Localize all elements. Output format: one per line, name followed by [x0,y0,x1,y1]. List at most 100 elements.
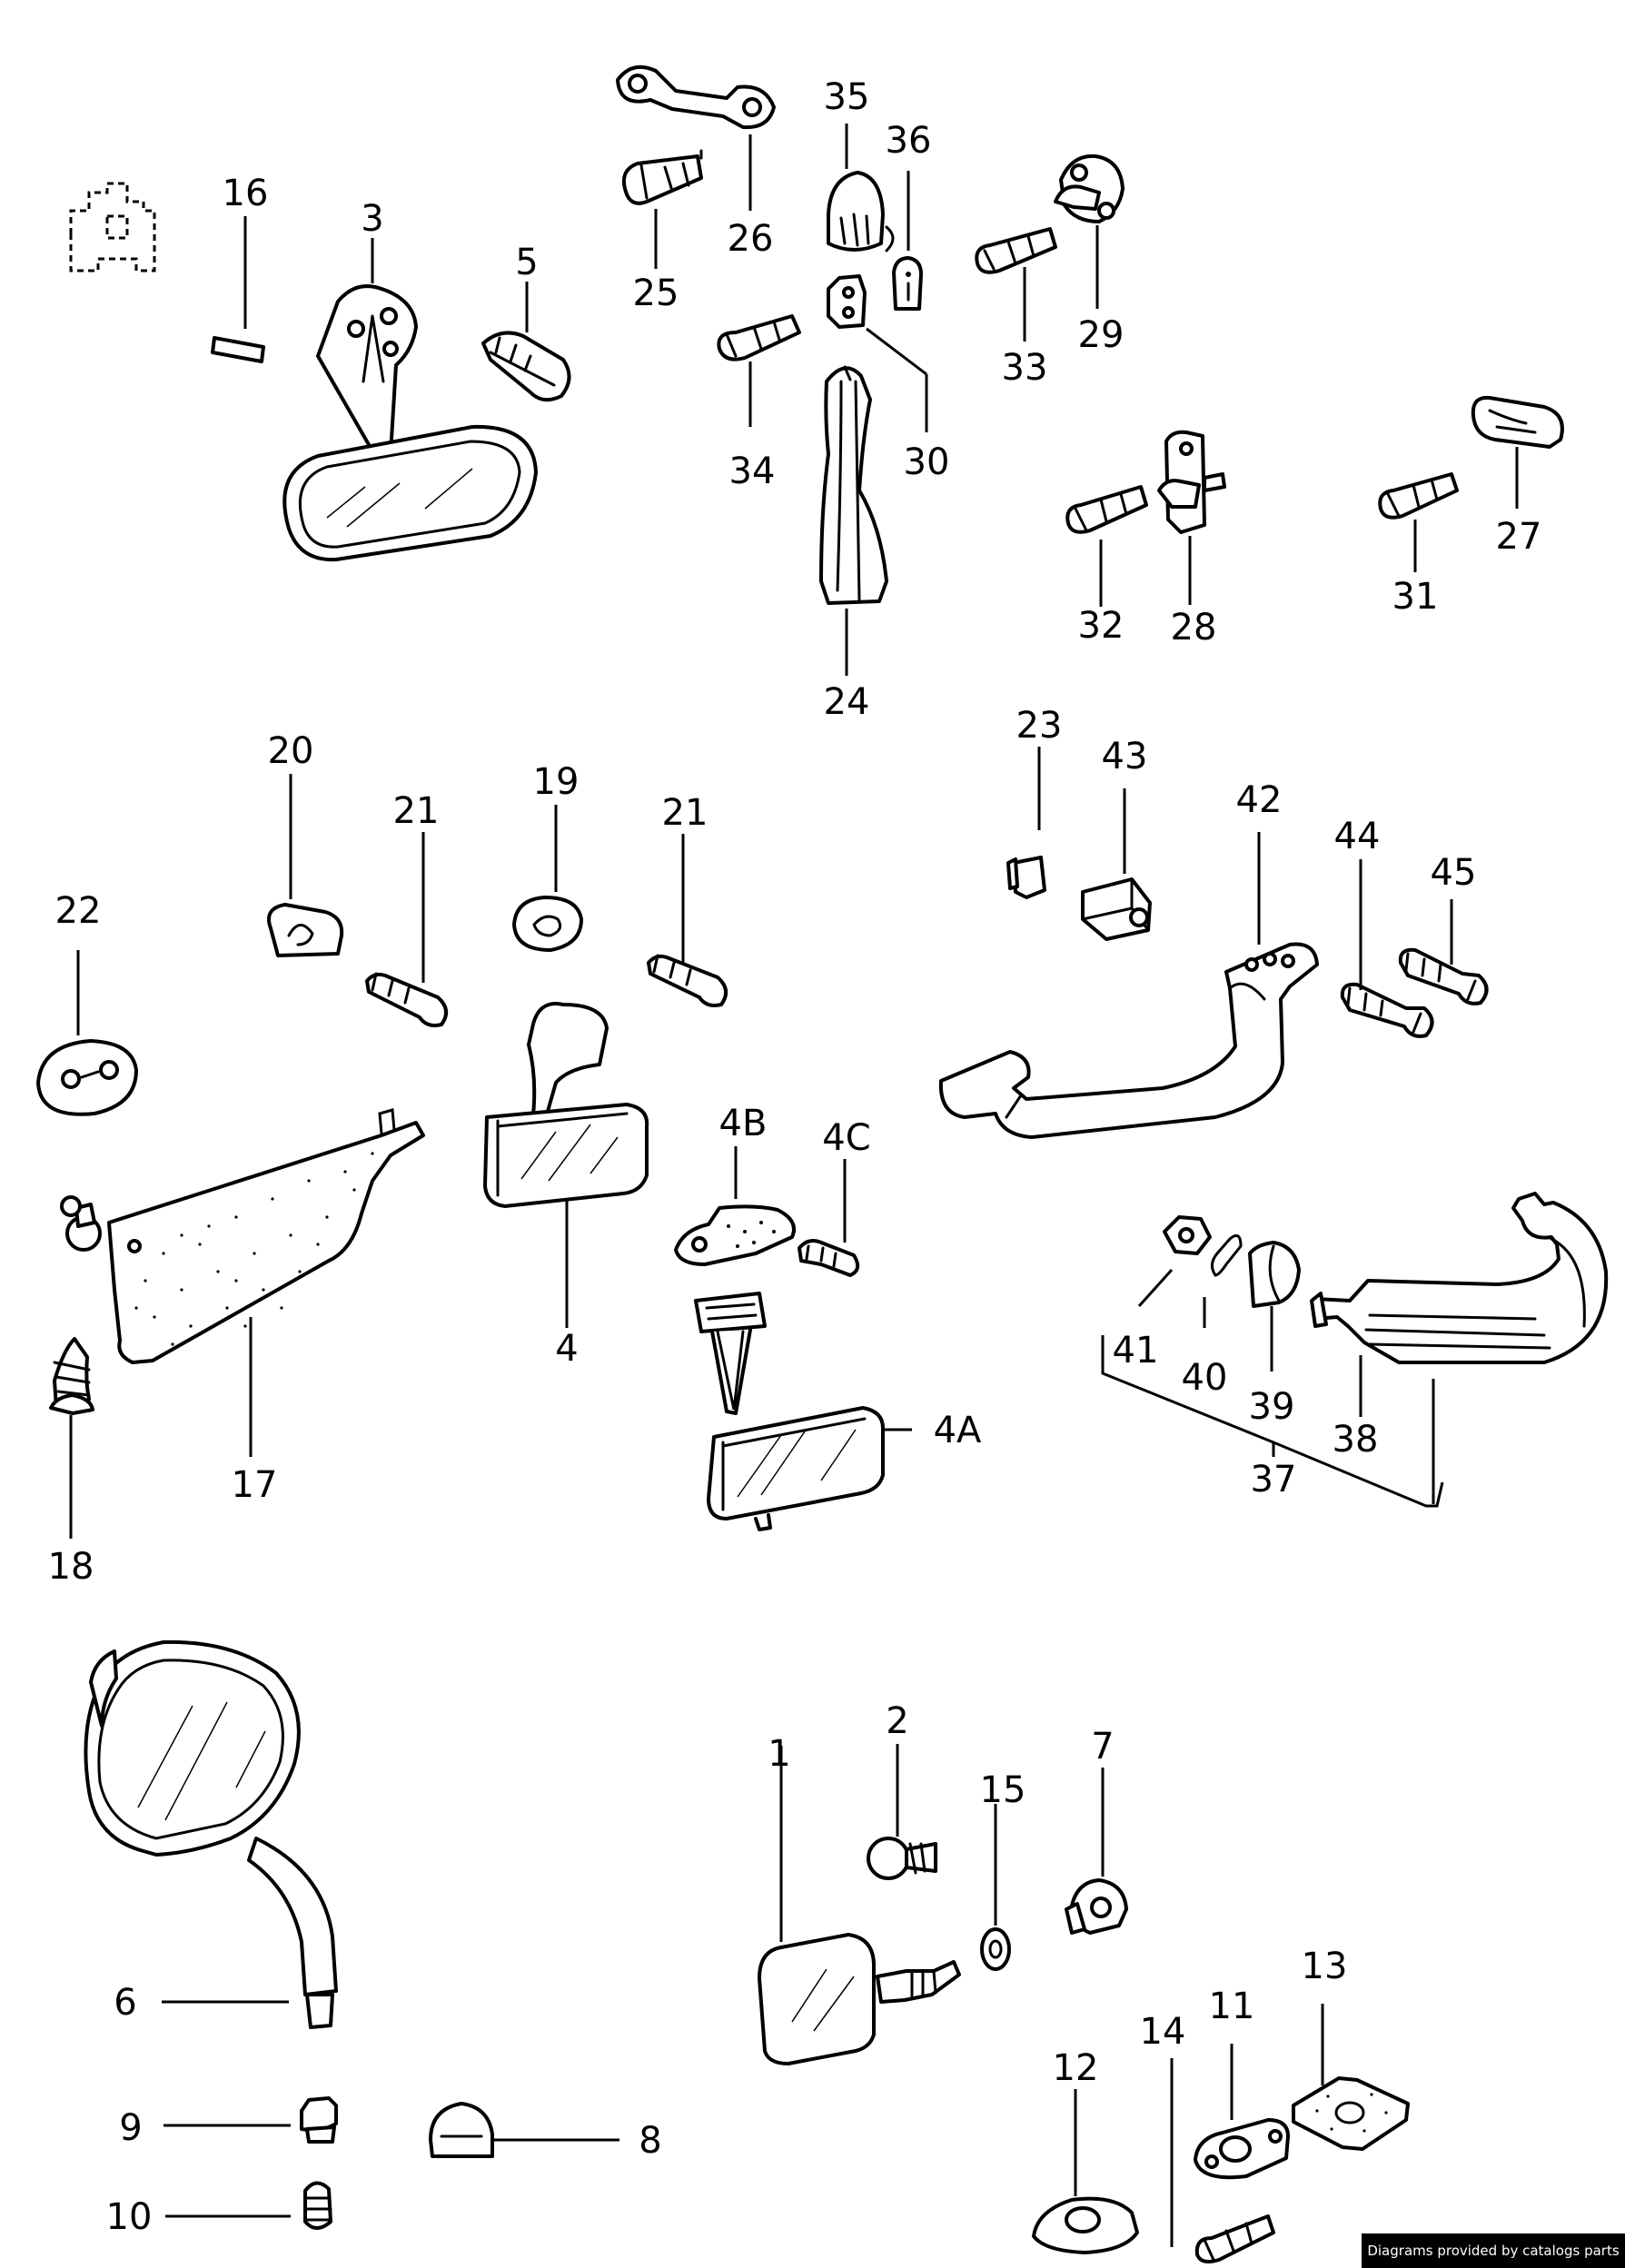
credit-banner: Diagrams provided by catalogs parts [1362,2233,1625,2268]
label-6: 6 [114,1982,136,2024]
label-9: 9 [119,2107,142,2149]
washer-15 [980,1804,1011,1971]
label-42: 42 [1236,779,1283,821]
screw-45 [1398,899,1489,1005]
label-4c: 4C [822,1117,870,1159]
label-13: 13 [1302,1946,1348,1987]
label-20: 20 [268,730,314,772]
label-43: 43 [1102,736,1148,777]
label-16: 16 [223,173,269,214]
label-19: 19 [533,761,580,803]
washer-40 [1203,1233,1243,1328]
label-17: 17 [232,1464,278,1506]
label-31: 31 [1392,576,1439,618]
screw-21-right [647,834,728,1007]
label-12: 12 [1053,2047,1099,2089]
screw-4c [798,1159,860,1277]
label-45: 45 [1431,852,1477,894]
screw-34 [717,314,801,427]
label-14: 14 [1140,2011,1186,2053]
label-30: 30 [904,441,950,483]
hook-29 [1054,154,1125,309]
label-32: 32 [1078,605,1125,647]
label-41: 41 [1113,1330,1159,1372]
sleeve-10 [165,2181,332,2230]
label-15: 15 [980,1769,1026,1811]
label-1: 1 [768,1733,790,1775]
label-22: 22 [55,890,102,932]
grommet-19 [512,805,583,952]
label-4a: 4A [934,1410,982,1451]
bracket-26 [616,64,776,211]
latch-28 [1157,430,1226,605]
interior-mirror-3 [282,238,538,562]
assist-handle-38 [1310,1192,1609,1417]
label-11: 11 [1209,1986,1255,2027]
housing-11 [1194,2044,1290,2180]
clip-27 [1471,395,1564,509]
vehicle-location-icon [69,182,156,272]
label-4: 4 [555,1328,578,1370]
label-5: 5 [515,242,538,283]
clip-20 [267,774,344,957]
cap-35 [827,124,895,253]
label-2: 2 [886,1700,908,1742]
label-36: 36 [886,120,932,162]
screw-33 [975,227,1057,342]
screw-44 [1340,859,1434,1038]
nut-9 [163,2096,338,2144]
cap-23 [1006,747,1046,899]
acorn-nut-8 [429,2102,619,2158]
label-10: 10 [106,2196,153,2238]
grommet-22 [36,950,138,1116]
grommet-12 [1032,2089,1139,2254]
strap-24 [819,365,888,676]
screw-5 [481,282,571,402]
mirror-mount-4b [674,1146,796,1266]
label-4b: 4B [719,1103,768,1144]
screw-21-left [365,832,449,1027]
sun-visor-17 [60,1108,425,1457]
label-37: 37 [1251,1459,1297,1500]
clip-30 [827,274,928,432]
button-2 [867,1744,937,1880]
clip-43 [1081,788,1152,941]
label-21-right: 21 [662,792,708,834]
small-cap-36 [892,171,923,311]
label-29: 29 [1078,314,1125,356]
gasket-13 [1292,2004,1410,2151]
label-8: 8 [639,2120,661,2162]
screw-18 [49,1337,94,1539]
interior-mirror-4a [694,1292,912,1531]
screw-14 [1170,2058,1275,2263]
label-39: 39 [1249,1386,1295,1428]
bracket-37 [1101,1335,1444,1508]
label-35: 35 [824,76,870,118]
label-26: 26 [728,218,774,260]
label-40: 40 [1182,1357,1228,1399]
grab-handle-42 [938,832,1319,1139]
adjuster-7 [1065,1768,1128,1935]
screw-31 [1378,472,1459,572]
mirror-1 [758,1746,961,2065]
label-25: 25 [633,272,679,314]
label-3: 3 [361,198,383,240]
label-27: 27 [1496,516,1542,558]
label-23: 23 [1016,705,1063,747]
screw-25 [622,149,703,269]
side-mirror-6 [84,1639,338,2029]
label-24: 24 [824,681,870,723]
part-labels: 16 3 5 35 36 26 25 33 29 34 30 24 32 28 … [48,76,1542,2238]
label-7: 7 [1091,1726,1114,1768]
label-33: 33 [1002,347,1048,389]
label-34: 34 [729,451,776,492]
cap-39 [1248,1241,1301,1372]
pin-16 [211,216,265,363]
label-21-left: 21 [393,790,440,832]
label-18: 18 [48,1546,94,1588]
screw-32 [1065,485,1148,607]
nut-41 [1137,1215,1212,1308]
label-44: 44 [1334,816,1381,857]
label-28: 28 [1171,607,1217,649]
